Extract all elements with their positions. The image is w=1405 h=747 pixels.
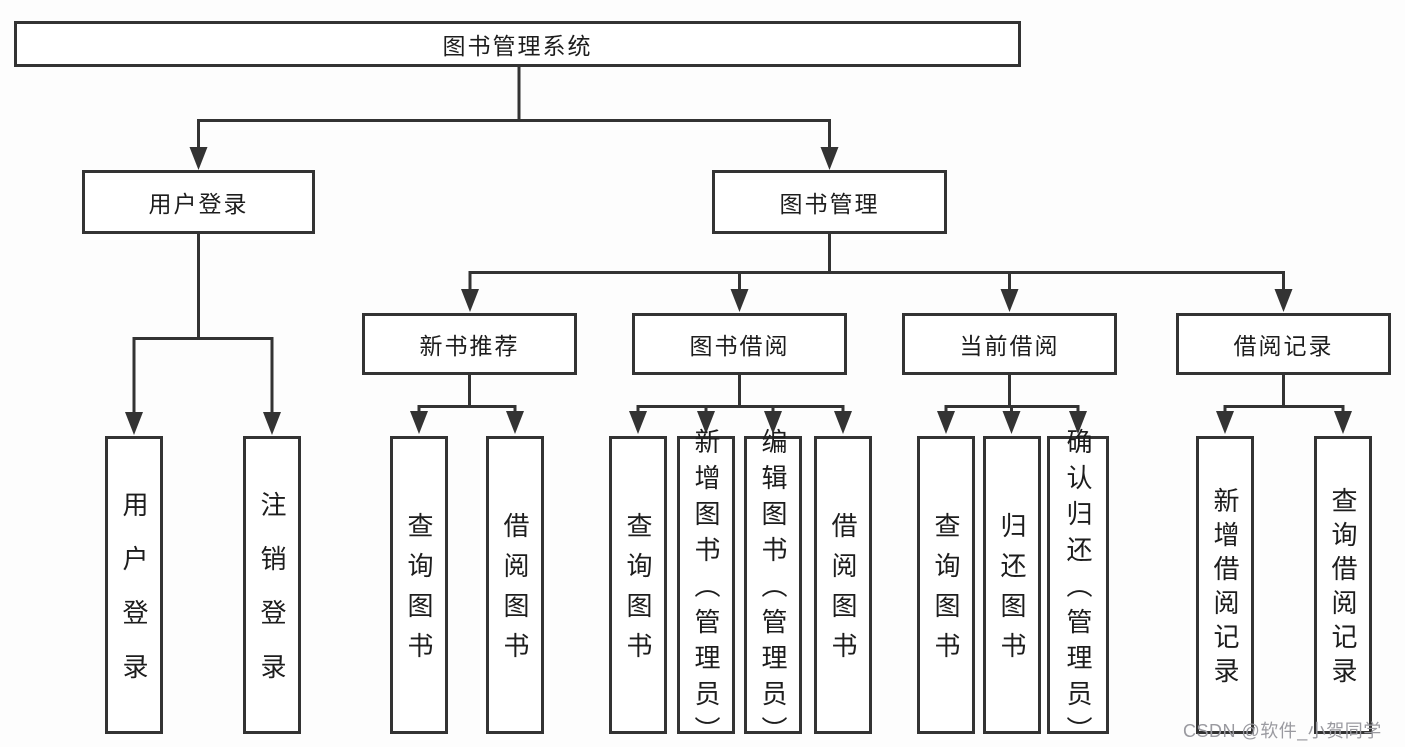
leaf-records-query-record: 查询借阅记录 xyxy=(1314,436,1372,734)
leaf-label: 确认归还（管理员） xyxy=(1063,428,1093,747)
watermark: CSDN @软件_小贺同学 xyxy=(1183,721,1382,741)
node-label: 图书管理系统 xyxy=(442,33,593,59)
node-library-system: 图书管理系统 xyxy=(14,21,1021,67)
leaf-user-login: 用户登录 xyxy=(105,436,163,734)
leaf-label: 查询图书 xyxy=(931,512,961,672)
node-label: 新书推荐 xyxy=(419,333,520,359)
leaf-label: 借阅图书 xyxy=(500,512,530,672)
node-new-book-recommend: 新书推荐 xyxy=(362,313,577,375)
leaf-label: 查询借阅记录 xyxy=(1328,487,1358,691)
leaf-borrow-edit-books-admin: 编辑图书（管理员） xyxy=(744,428,802,747)
leaf-label: 归还图书 xyxy=(997,512,1027,672)
leaf-label: 借阅图书 xyxy=(828,512,858,672)
leaf-label: 编辑图书（管理员） xyxy=(758,428,788,747)
leaf-newbook-borrow-books: 借阅图书 xyxy=(486,436,544,734)
node-label: 图书管理 xyxy=(779,191,880,217)
node-user-login: 用户登录 xyxy=(82,170,315,234)
leaf-current-return-books: 归还图书 xyxy=(983,436,1041,734)
leaf-label: 查询图书 xyxy=(623,512,653,672)
leaf-records-add-record: 新增借阅记录 xyxy=(1196,436,1254,734)
leaf-current-confirm-return-admin: 确认归还（管理员） xyxy=(1047,428,1109,747)
node-label: 用户登录 xyxy=(148,191,249,217)
leaf-label: 新增图书（管理员） xyxy=(691,428,721,747)
leaf-label: 查询图书 xyxy=(404,512,434,672)
leaf-borrow-add-books-admin: 新增图书（管理员） xyxy=(677,428,735,747)
node-current-borrowing: 当前借阅 xyxy=(902,313,1117,375)
node-label: 借阅记录 xyxy=(1233,333,1334,359)
leaf-label: 用户登录 xyxy=(119,491,149,707)
node-book-borrowing: 图书借阅 xyxy=(632,313,847,375)
leaf-logout: 注销登录 xyxy=(243,436,301,734)
node-book-management: 图书管理 xyxy=(712,170,947,234)
leaf-borrow-borrow-books: 借阅图书 xyxy=(814,436,872,734)
leaf-borrow-query-books: 查询图书 xyxy=(609,436,667,734)
node-borrowing-records: 借阅记录 xyxy=(1176,313,1391,375)
arrowheads xyxy=(125,147,1352,435)
leaf-label: 注销登录 xyxy=(257,491,287,707)
node-label: 当前借阅 xyxy=(959,333,1060,359)
leaf-newbook-query-books: 查询图书 xyxy=(390,436,448,734)
node-label: 图书借阅 xyxy=(689,333,790,359)
leaf-current-query-books: 查询图书 xyxy=(917,436,975,734)
leaf-label: 新增借阅记录 xyxy=(1210,487,1240,691)
